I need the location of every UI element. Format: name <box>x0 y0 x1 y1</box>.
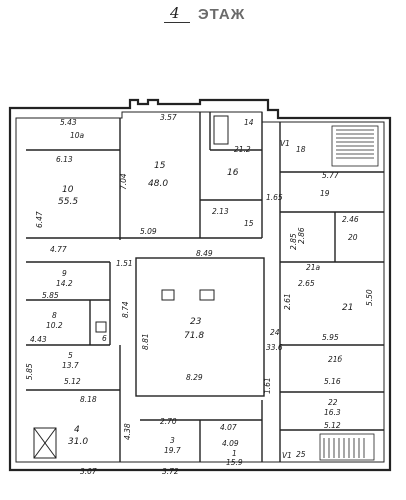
room-5-number: 5 <box>68 351 73 360</box>
room-1-number: 1 <box>232 449 237 458</box>
room-24-area: 33.6 <box>266 343 283 352</box>
dim-label: 2.86 <box>297 227 306 244</box>
dim-label: 4.77 <box>50 245 67 254</box>
room-8-area: 10.2 <box>46 321 63 330</box>
room-22-number: 22 <box>328 398 338 407</box>
room-20-number: 20 <box>348 233 358 242</box>
room-23-area: 71.8 <box>184 331 204 341</box>
room-18-number: 18 <box>296 145 306 154</box>
inner-wall-line <box>15 111 385 463</box>
section-marker: V1 <box>280 139 290 148</box>
room-21b-number: 21б <box>328 355 343 364</box>
room-25-number: 25 <box>296 450 306 459</box>
dim-label: 7.04 <box>119 173 128 190</box>
room-8-number: 8 <box>52 311 57 320</box>
room-21a-area: 2.65 <box>298 279 315 288</box>
room-22-area: 16.3 <box>324 408 341 417</box>
dim-label: 1.61 <box>263 377 272 394</box>
dim-label: 5.85 <box>25 363 34 380</box>
floor-number-underline <box>164 22 190 23</box>
dim-label: 6.47 <box>35 211 44 228</box>
dim-label: 3.07 <box>80 467 97 476</box>
dim-label: 3.72 <box>162 467 179 476</box>
room-4-number: 4 <box>74 425 80 435</box>
room-15-number: 15 <box>154 161 166 171</box>
room-23-number: 23 <box>190 317 202 327</box>
room-9-area: 14.2 <box>56 279 73 288</box>
dim-label: 4.38 <box>123 423 132 440</box>
dim-label: 3.57 <box>160 113 177 122</box>
room-21a-number: 21а <box>306 263 321 272</box>
room-17-number: 15 <box>244 219 254 228</box>
room-15-area: 48.0 <box>148 179 168 189</box>
room-10a-area: 5.43 <box>60 118 77 127</box>
floor-heading: 4 ЭТАЖ <box>160 4 280 26</box>
dim-label: 5.12 <box>324 421 341 430</box>
dim-label: 2.85 <box>289 233 298 250</box>
dim-label: 8.18 <box>80 395 97 404</box>
room-3-area: 19.7 <box>164 446 181 455</box>
room-19-number: 19 <box>320 189 330 198</box>
room-19-area: 5.77 <box>322 171 339 180</box>
stairs <box>319 125 379 461</box>
section-markers: V1 V1 <box>280 139 292 460</box>
room-labels: 5.43 10а 10 55.5 15 48.0 14 21.2 16 15 1… <box>42 118 359 467</box>
dim-label: 6.13 <box>56 155 73 164</box>
room-16-area: 21.2 <box>234 145 251 154</box>
floor-number: 4 <box>170 4 180 22</box>
room-10-area: 55.5 <box>58 197 78 207</box>
room-10a-number: 10а <box>70 131 85 140</box>
dim-label: 5.95 <box>322 333 339 342</box>
partitions <box>26 112 384 462</box>
dim-label: 5.09 <box>140 227 157 236</box>
dim-label: 4.09 <box>222 439 239 448</box>
dimension-labels: 3.57 6.13 7.04 2.13 4.77 5.09 1.65 8.49 … <box>25 113 374 476</box>
dim-label: 8.74 <box>121 301 130 318</box>
room-16-number: 16 <box>227 168 239 178</box>
dim-label: 8.81 <box>141 333 150 350</box>
room-9-number: 9 <box>62 269 67 278</box>
room-19a-area: 2.46 <box>342 215 359 224</box>
dim-label: 4.43 <box>30 335 47 344</box>
room-10-number: 10 <box>62 185 74 195</box>
dim-label: 5.50 <box>365 289 374 306</box>
shafts <box>33 115 229 459</box>
floor-word: ЭТАЖ <box>198 6 246 23</box>
room-1-area: 15.9 <box>226 458 243 467</box>
walls <box>8 98 392 472</box>
room-4-area: 31.0 <box>68 437 88 447</box>
dim-label: 5.12 <box>64 377 81 386</box>
room-3-number: 3 <box>170 436 175 445</box>
dim-label: 2.70 <box>160 417 177 426</box>
room-7-area: 5.85 <box>42 291 59 300</box>
room-2-area: 4.07 <box>220 423 237 432</box>
dim-label: 8.29 <box>186 373 203 382</box>
room-6-number: 6 <box>102 334 107 343</box>
room-21-number: 21 <box>342 303 353 313</box>
dim-label: 5.16 <box>324 377 341 386</box>
dim-label: 2.13 <box>212 207 229 216</box>
outer-wall <box>8 98 392 472</box>
dim-label: 8.49 <box>196 249 213 258</box>
room-5-area: 13.7 <box>62 361 79 370</box>
room-24-number: 24 <box>270 328 280 337</box>
dim-label: 1.51 <box>116 259 133 268</box>
section-marker: V1 <box>282 451 292 460</box>
dim-label: 2.61 <box>283 293 292 310</box>
room-14-number: 14 <box>244 118 254 127</box>
dim-label: 1.65 <box>266 193 283 202</box>
